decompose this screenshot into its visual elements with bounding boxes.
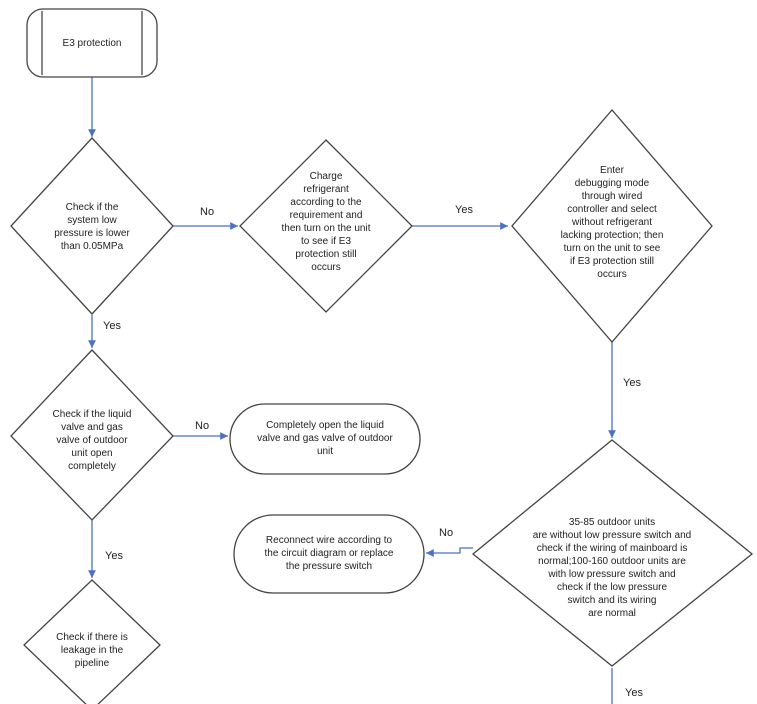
edge-check-switch-to-reconnect bbox=[426, 547, 473, 557]
node-debugging-mode: Enter debugging mode through wired controll… bbox=[530, 150, 694, 295]
edge-label-debug-yes: Yes bbox=[623, 377, 641, 389]
node-text-line: the circuit diagram or replace bbox=[264, 547, 394, 559]
node-text-line: Enter bbox=[600, 165, 624, 176]
node-text-line: E3 protection bbox=[62, 37, 122, 49]
edge-label-valves-yes: Yes bbox=[105, 550, 123, 562]
terminator-shape bbox=[26, 8, 158, 78]
node-text-line: than 0.05MPa bbox=[60, 241, 124, 252]
node-text-line: valve of outdoor bbox=[56, 434, 128, 446]
node-text-line: pressure is lower bbox=[54, 228, 130, 239]
decision-charge-shape bbox=[239, 139, 413, 313]
edge-label-pressure-no: No bbox=[200, 206, 215, 218]
node-e3-protection: E3 protection bbox=[42, 9, 142, 77]
node-text-line: according to the bbox=[290, 197, 362, 208]
node-text-line: are normal bbox=[588, 608, 636, 619]
node-text-line: Check if there is bbox=[56, 631, 128, 643]
node-text-line: lacking protection; then bbox=[560, 230, 664, 241]
decision-leakage-shape bbox=[23, 579, 161, 704]
node-text-line: switch and its wiring bbox=[567, 595, 657, 606]
node-text-line: system low bbox=[67, 215, 117, 226]
node-text-line: leakage in the bbox=[60, 644, 124, 656]
node-text-line: with low pressure switch and bbox=[548, 569, 676, 580]
node-text-line: protection still bbox=[295, 249, 357, 260]
edge-label-valves-no: No bbox=[195, 420, 210, 432]
node-text-line: are without low pressure switch and bbox=[532, 530, 692, 541]
node-text-line: occurs bbox=[597, 269, 627, 280]
node-text-line: completely bbox=[68, 460, 116, 472]
node-text-line: unit open bbox=[71, 447, 113, 459]
node-text-line: Reconnect wire according to bbox=[265, 534, 393, 546]
node-text-line: Check if the liquid bbox=[52, 408, 132, 420]
node-text-line: check if the low pressure bbox=[556, 582, 668, 593]
node-text-line: debugging mode bbox=[574, 178, 650, 189]
process-reconnect-shape bbox=[233, 514, 425, 594]
node-text-line: valve and gas valve of outdoor bbox=[257, 432, 393, 444]
node-text-line: the pressure switch bbox=[285, 560, 373, 572]
decision-debug-shape bbox=[511, 109, 713, 343]
process-open-valves-shape bbox=[229, 403, 421, 475]
node-text-line: valve and gas bbox=[61, 421, 123, 433]
node-text-line: without refrigerant bbox=[571, 217, 653, 228]
node-text-line: check if the wiring of mainboard is bbox=[536, 543, 688, 554]
node-text-line: Charge bbox=[309, 171, 343, 182]
node-text-line: turn on the unit to see bbox=[563, 243, 661, 254]
decision-switch-shape bbox=[471, 439, 754, 667]
node-text-line: controller and select bbox=[567, 204, 657, 215]
edge-label-switch-yes: Yes bbox=[625, 687, 643, 699]
node-check-low-pressure: Check if the system low pressure is lower t… bbox=[30, 185, 154, 269]
decision-valves-shape bbox=[10, 349, 174, 521]
node-text-line: if E3 protection still bbox=[570, 256, 654, 267]
edge-label-charge-yes: Yes bbox=[455, 204, 473, 216]
node-charge-refrigerant: Charge refrigerant according to the require… bbox=[266, 152, 386, 292]
edge-label-switch-no: No bbox=[439, 527, 454, 539]
node-text-line: then turn on the unit bbox=[281, 223, 371, 234]
node-check-pressure-switch: 35-85 outdoor units are without low press… bbox=[488, 498, 736, 638]
node-text-line: normal;100-160 outdoor units are bbox=[538, 556, 686, 567]
node-text-line: unit bbox=[316, 445, 334, 457]
node-text-line: Check if the bbox=[65, 202, 119, 213]
node-text-line: 35-85 outdoor units bbox=[568, 517, 656, 528]
decision-pressure-shape bbox=[10, 137, 174, 315]
node-text-line: through wired bbox=[581, 191, 643, 202]
node-text-line: refrigerant bbox=[303, 184, 349, 195]
node-text-line: pipeline bbox=[74, 657, 110, 669]
node-text-line: occurs bbox=[311, 262, 341, 273]
node-text-line: Completely open the liquid bbox=[266, 419, 384, 431]
node-text-line: requirement and bbox=[289, 210, 363, 221]
node-text-line: to see if E3 bbox=[300, 236, 352, 247]
edge-label-pressure-yes: Yes bbox=[103, 320, 121, 332]
